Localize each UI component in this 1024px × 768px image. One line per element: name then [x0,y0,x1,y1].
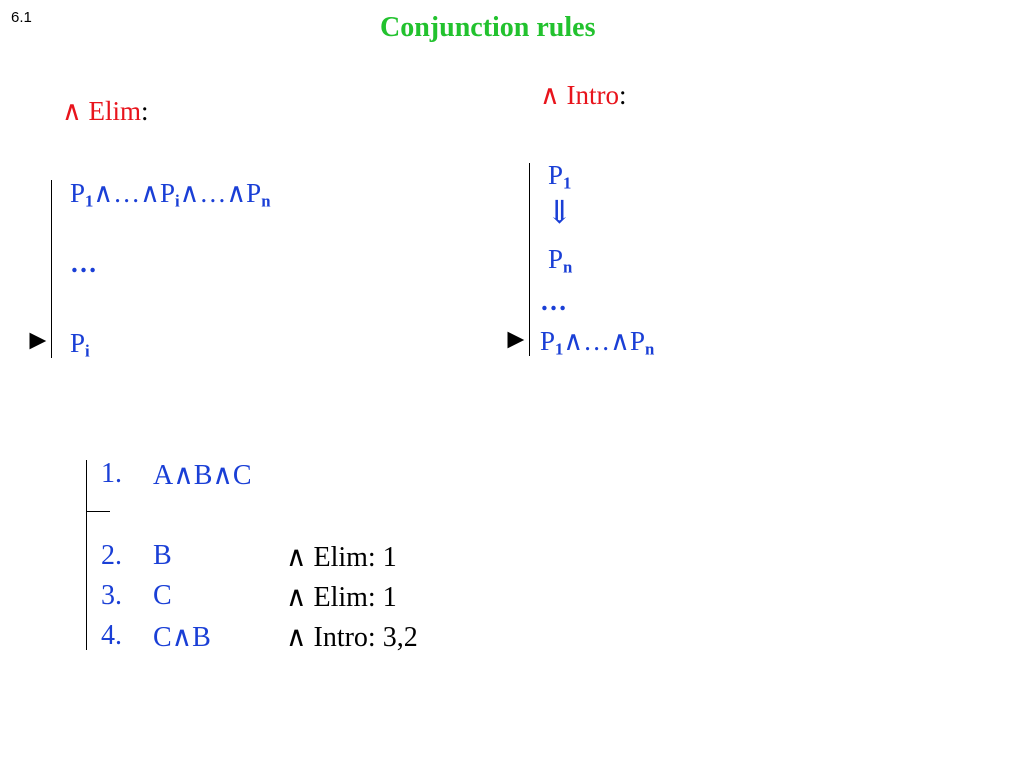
intro-premise-first: P1 [548,160,572,193]
intro-conclusion: P1∧…∧Pn [540,326,655,359]
elim-premise-p1: P [70,178,86,208]
intro-premise-last: Pn [548,244,573,277]
example-line-4-formula: C∧B [153,622,211,653]
slide-number: 6.1 [11,9,32,26]
elim-pointer-icon: ► [24,325,52,356]
elim-rule-name: Elim [88,96,142,126]
example-line-3-number: 3. [101,580,122,611]
intro-rule-name: Intro [566,80,619,110]
and-symbol: ∧ [62,96,82,126]
elim-conclusion: Pi [70,328,90,361]
implies-arrow-icon: ⇓ [546,194,573,230]
elim-scope-line [51,180,52,358]
intro-conclusion-and: ∧…∧ [563,326,630,356]
intro-premise-first-sub: 1 [563,173,572,193]
example-line-1-number: 1. [101,458,122,489]
intro-premise-last-p: P [548,244,564,274]
elim-premise-pi: P [159,178,175,208]
intro-conclusion-sub1: 1 [555,339,564,359]
example-scope-line [86,460,87,650]
intro-heading: ∧ Intro: [540,80,627,111]
intro-colon: : [619,80,627,110]
intro-conclusion-p1: P [540,326,556,356]
example-line-4-justification: ∧ Intro: 3,2 [286,622,418,653]
elim-premise: P1∧…∧Pi∧…∧Pn [70,178,271,211]
intro-dots: … [540,286,567,316]
elim-premise-subi: i [174,191,180,211]
elim-conclusion-p: P [70,328,86,358]
example-line-3-formula: C [153,580,172,611]
elim-colon: : [141,96,149,126]
example-line-2-justification: ∧ Elim: 1 [286,542,397,573]
elim-premise-sub1: 1 [85,191,94,211]
example-line-3-justification: ∧ Elim: 1 [286,582,397,613]
intro-scope-line [529,163,530,356]
elim-premise-and2: ∧…∧ [179,178,247,208]
example-fitch-bar [86,511,110,512]
example-line-2-formula: B [153,540,172,571]
intro-pointer-icon: ► [502,324,530,355]
example-line-1-formula: A∧B∧C [153,460,252,491]
intro-premise-last-sub: n [563,257,573,277]
and-symbol: ∧ [540,80,560,110]
elim-premise-and1: ∧…∧ [93,178,160,208]
intro-conclusion-pn: P [629,326,645,356]
example-line-2-number: 2. [101,540,122,571]
example-line-4-number: 4. [101,620,122,651]
elim-dots: … [70,248,97,278]
intro-conclusion-subn: n [644,339,655,359]
intro-premise-first-p: P [548,160,564,190]
elim-conclusion-sub: i [85,341,90,361]
elim-premise-pn: P [246,178,262,208]
elim-premise-subn: n [261,191,271,211]
elim-heading: ∧ Elim: [62,96,149,127]
slide-title: Conjunction rules [380,12,596,43]
